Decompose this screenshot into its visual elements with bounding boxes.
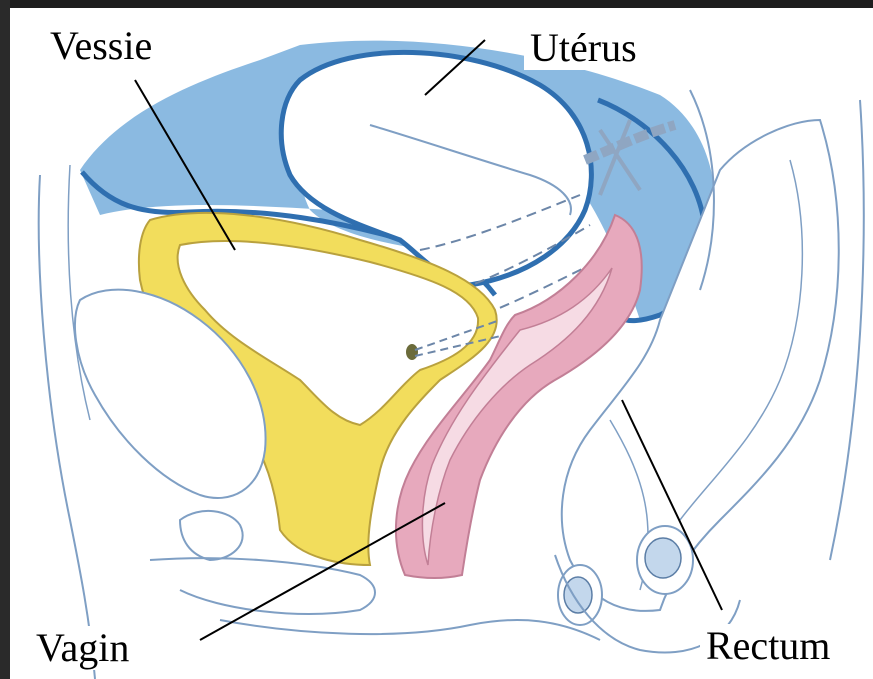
label-rectum: Rectum <box>700 624 836 668</box>
anterior-wall-inner <box>68 165 90 420</box>
anal-sphincter-left <box>558 565 602 625</box>
label-vagin: Vagin <box>30 626 135 670</box>
photo-border-left <box>0 0 10 679</box>
perineum-outline <box>220 620 600 640</box>
ureteral-orifice <box>406 344 418 360</box>
label-vessie: Vessie <box>44 24 158 68</box>
clitoris-region <box>180 511 243 560</box>
photo-border-top <box>0 0 873 8</box>
label-uterus: Utérus <box>524 26 643 70</box>
anal-sphincter-right <box>637 526 693 594</box>
anterior-abdominal-wall <box>39 175 95 679</box>
